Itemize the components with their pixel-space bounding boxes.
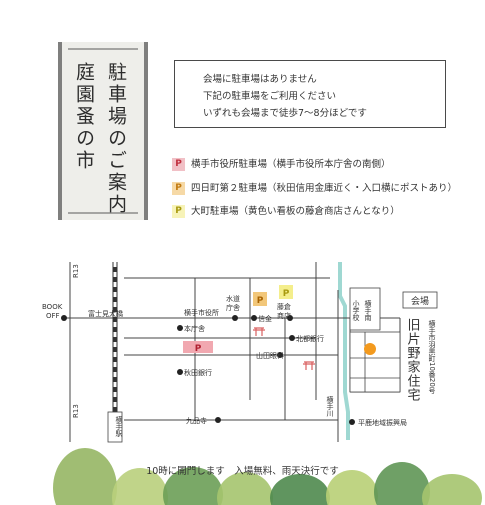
venue-marker <box>364 343 376 355</box>
title-brush-right <box>144 42 148 220</box>
shrine-icon <box>253 327 315 370</box>
notice-line: 会場に駐車場はありません <box>203 74 317 85</box>
parking-lot-yokkamachi: P 四日町第２駐車場（秋田信用金庫近く・入口横にポストあり） <box>172 180 457 195</box>
hiraka-label: 平鹿地域振興局 <box>358 418 407 427</box>
fujikura-label: 藤倉 <box>277 302 291 311</box>
suido-label: 水道 <box>226 294 240 303</box>
honchosha-label: 本庁舎 <box>184 324 205 333</box>
fujikura-label: 商店 <box>277 311 291 320</box>
title-brush-left <box>58 42 62 220</box>
notice-line: いずれも会場まで徒歩7～8分ほどです <box>203 108 367 119</box>
shinkin-label: 信金 <box>258 314 272 323</box>
river <box>338 262 350 440</box>
parking-lot-label: 横手市役所駐車場（横手市役所本庁舎の南側） <box>191 159 391 170</box>
map-parking-yokkamachi <box>253 292 267 306</box>
parking-icon: P <box>172 158 185 171</box>
suido-label: 庁舎 <box>226 303 240 312</box>
notice-line: 下記の駐車場をご利用ください <box>203 91 337 102</box>
landmarks <box>61 315 355 425</box>
opening-info: 10時に開門します 入場無料、雨天決行です <box>146 466 339 477</box>
title-rule <box>68 212 138 214</box>
fujimi-bridge-label: 富士見大橋 <box>88 309 123 318</box>
school-label: 横手南 <box>364 299 372 321</box>
venue-label-box <box>402 291 438 309</box>
route-13-label: R13 <box>72 404 80 418</box>
parking-lot-label: 四日町第２駐車場（秋田信用金庫近く・入口横にポストあり） <box>191 183 458 194</box>
parking-icon: P <box>172 182 185 195</box>
venue-name: 旧片野家住宅 <box>405 318 421 402</box>
venue-block <box>349 331 401 393</box>
parking-lot-omachi: P 大町駐車場（黄色い看板の藤倉商店さんとなり） <box>172 203 400 218</box>
title-rule <box>68 48 138 50</box>
school-label: 小学校 <box>352 299 360 322</box>
book-off-label: OFF <box>46 312 60 320</box>
svg-text:P: P <box>195 344 202 354</box>
yokote-station-label: 横手駅 <box>115 415 123 438</box>
hokuto-bank-label: 北都銀行 <box>296 334 324 343</box>
event-title: 庭園蚤の市 <box>73 62 95 172</box>
river-label: 横手川 <box>326 395 334 417</box>
parking-lot-label: 大町駐車場（黄色い看板の藤倉商店さんとなり） <box>191 206 400 217</box>
station-box <box>107 411 123 443</box>
parking-icon: P <box>172 205 185 218</box>
notice-box: 会場に駐車場はありません 下記の駐車場をご利用ください いずれも会場まで徒歩7～… <box>174 60 446 128</box>
venue-address: 横手市羽黒町10番20号 <box>428 319 436 395</box>
kuhinji-label: 九品寺 <box>186 416 207 425</box>
svg-text:P: P <box>257 296 264 306</box>
map-parking-omachi <box>279 285 293 299</box>
city-hall-label: 横手市役所 <box>184 308 219 317</box>
tree-decoration <box>53 448 482 505</box>
route-13-label: R13 <box>72 264 80 278</box>
yamada-clinic-label: 山田眼科 <box>256 351 284 360</box>
book-off-label: BOOK <box>42 303 63 311</box>
venue-label: 会場 <box>411 295 429 307</box>
parking-lot-city-hall: P 横手市役所駐車場（横手市役所本庁舎の南側） <box>172 156 391 171</box>
title-box: 庭園蚤の市 駐車場のご案内 <box>58 42 148 220</box>
page-title: 駐車場のご案内 <box>105 62 127 216</box>
akita-bank-label: 秋田銀行 <box>184 368 212 377</box>
svg-text:P: P <box>283 289 290 299</box>
map-parking-city-hall <box>183 341 213 353</box>
school-building <box>349 287 381 331</box>
